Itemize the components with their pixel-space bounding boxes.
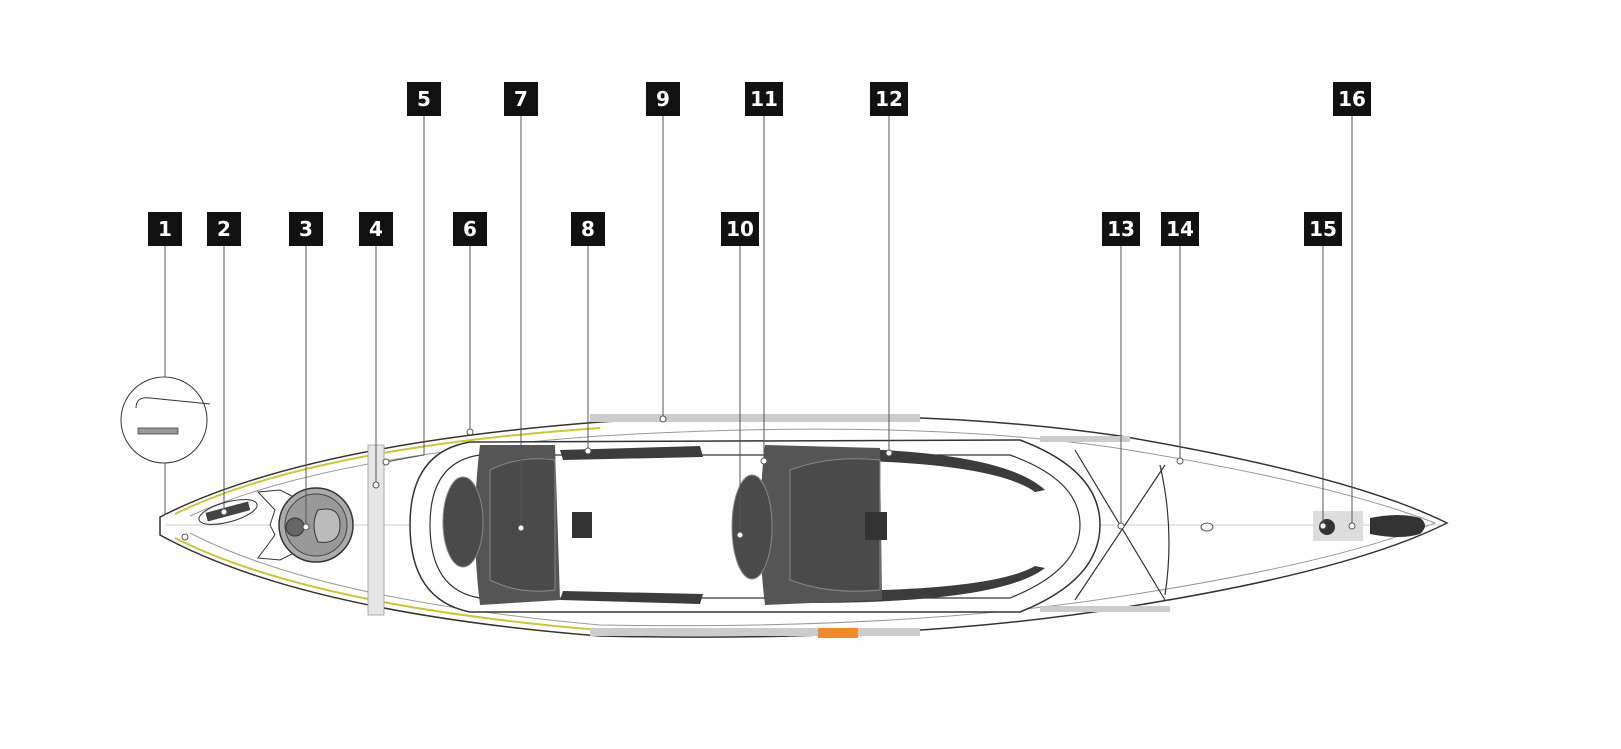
svg-text:14: 14 (1166, 217, 1194, 241)
svg-text:3: 3 (299, 217, 313, 241)
bow-handle (205, 501, 251, 522)
callout-11: 11 (745, 82, 783, 116)
svg-text:9: 9 (656, 87, 670, 111)
svg-text:4: 4 (369, 217, 383, 241)
leader-lines (164, 116, 1356, 541)
callout-7: 7 (504, 82, 538, 116)
callout-16: 16 (1333, 82, 1371, 116)
carry-handle (818, 628, 858, 638)
rear-seat (731, 445, 887, 605)
thigh-brace-rail (560, 446, 703, 460)
svg-text:6: 6 (463, 217, 477, 241)
callout-4: 4 (359, 212, 393, 246)
callout-15: 15 (1304, 212, 1342, 246)
svg-text:1: 1 (158, 217, 172, 241)
callout-9: 9 (646, 82, 680, 116)
svg-text:2: 2 (217, 217, 231, 241)
callout-3: 3 (289, 212, 323, 246)
svg-text:5: 5 (417, 87, 431, 111)
svg-text:15: 15 (1309, 217, 1337, 241)
svg-text:10: 10 (726, 217, 754, 241)
bow-hatch (198, 487, 354, 563)
svg-text:16: 16 (1338, 87, 1366, 111)
svg-text:13: 13 (1107, 217, 1135, 241)
callout-2: 2 (207, 212, 241, 246)
svg-text:7: 7 (514, 87, 528, 111)
svg-text:11: 11 (750, 87, 778, 111)
stern-handle (1370, 515, 1425, 537)
front-seat (442, 445, 592, 605)
cockpit (409, 439, 1101, 613)
svg-text:12: 12 (875, 87, 903, 111)
keel-detail-inset (120, 376, 211, 464)
callout-6: 6 (453, 212, 487, 246)
callout-8: 8 (571, 212, 605, 246)
callout-13: 13 (1102, 212, 1140, 246)
callout-10: 10 (721, 212, 759, 246)
callout-14: 14 (1161, 212, 1199, 246)
callout-5: 5 (407, 82, 441, 116)
callout-1: 1 (148, 212, 182, 246)
callout-12: 12 (870, 82, 908, 116)
svg-text:8: 8 (581, 217, 595, 241)
